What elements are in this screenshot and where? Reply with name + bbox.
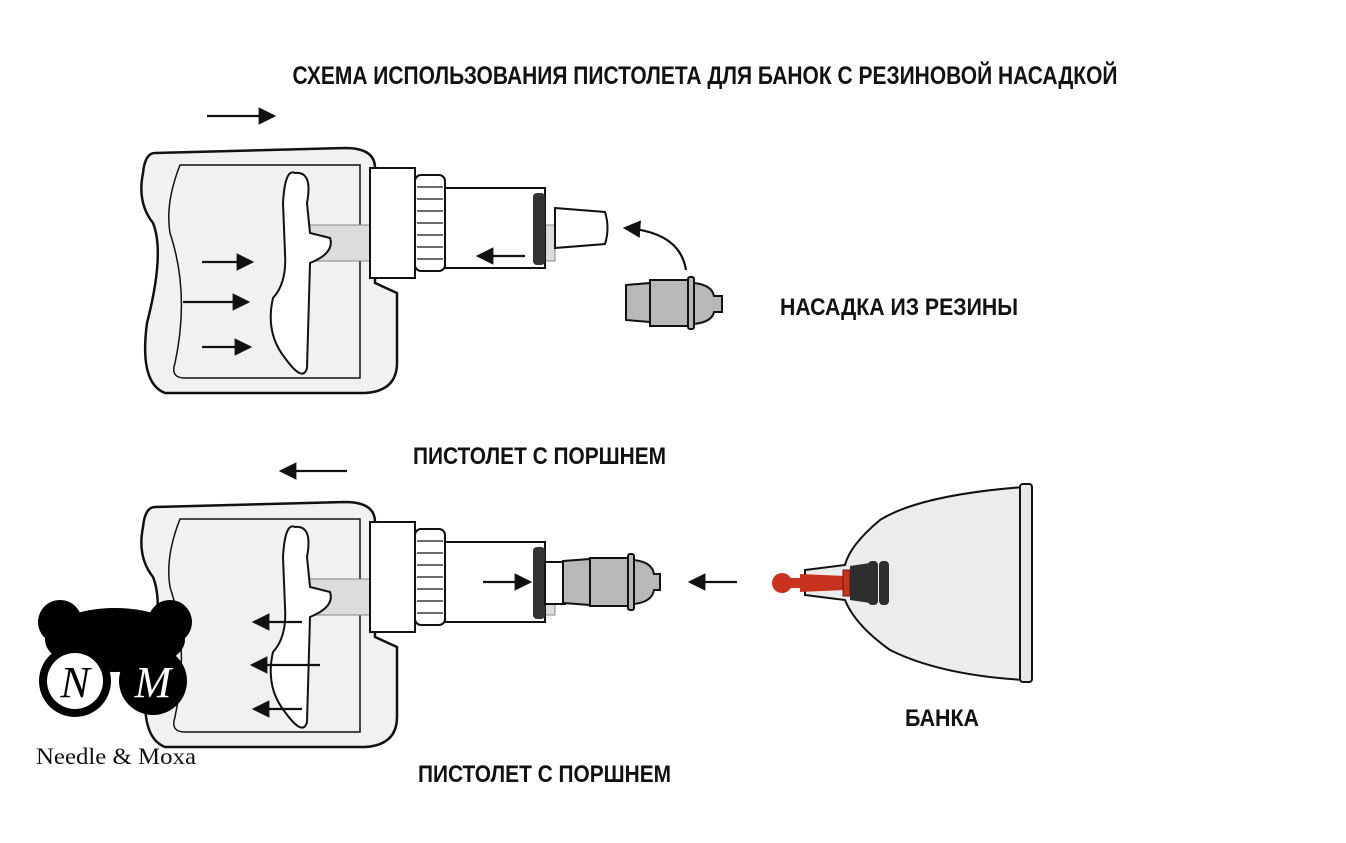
needle-moxa-logo: N M Needle & Moxa: [36, 600, 196, 769]
piston-gun-top: ПИСТОЛЕТ С ПОРШНЕМ: [140, 107, 666, 470]
cupping-jar: БАНКА: [772, 483, 1033, 732]
gun-label-top: ПИСТОЛЕТ С ПОРШНЕМ: [413, 443, 666, 470]
diagram-title: СХЕМА ИСПОЛЬЗОВАНИЯ ПИСТОЛЕТА ДЛЯ БАНОК …: [293, 60, 1118, 90]
air-flow-arrows: [249, 573, 737, 718]
logo-letter-m: M: [134, 658, 174, 707]
rubber-nozzle-label: НАСАДКА ИЗ РЕЗИНЫ: [780, 294, 1018, 321]
logo-letter-n: N: [59, 658, 92, 707]
rubber-nozzle: НАСАДКА ИЗ РЕЗИНЫ: [622, 220, 1018, 330]
logo-brand-text: Needle & Moxa: [36, 744, 196, 769]
gun-label-bottom: ПИСТОЛЕТ С ПОРШНЕМ: [418, 761, 671, 788]
curved-arrow-icon: [622, 220, 688, 271]
gun-tip: [554, 206, 609, 250]
air-flow-arrows: [183, 247, 525, 356]
piston-gun-bottom: ПИСТОЛЕТ С ПОРШНЕМ: [140, 462, 737, 788]
cup-label: БАНКА: [905, 705, 979, 732]
